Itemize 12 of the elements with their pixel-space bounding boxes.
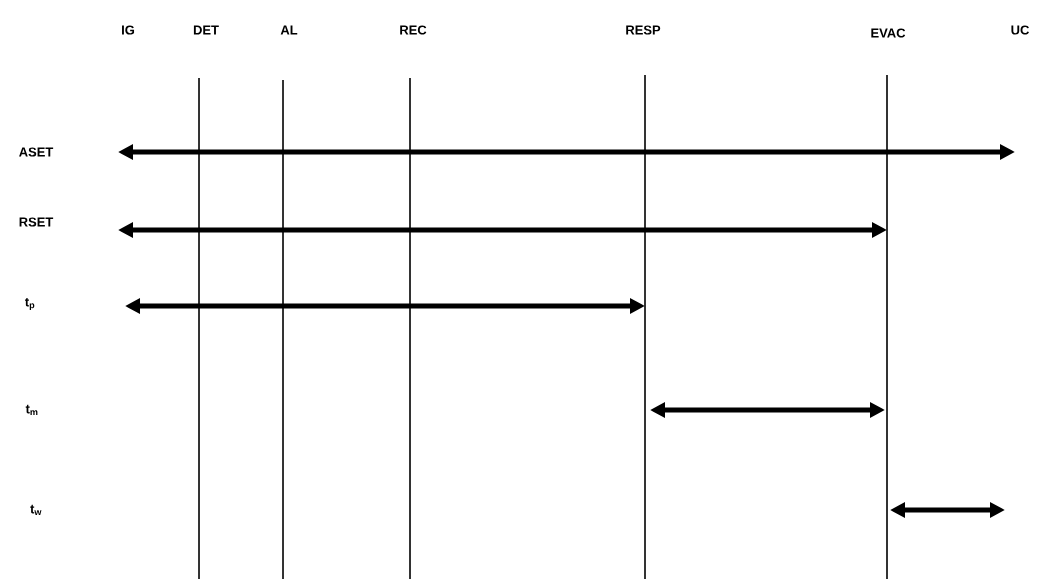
row-label: t$_{w}$ [30, 504, 42, 516]
column-label: UC [1011, 25, 1029, 35]
column-label: EVAC [871, 28, 906, 38]
row-label: t$_{m}$ [25, 404, 38, 416]
column-label: DET [193, 25, 219, 35]
row-label: t$_{p}$ [25, 297, 35, 311]
column-label: AL [280, 25, 298, 35]
column-label: IG [122, 25, 135, 35]
column-label: RESP [626, 25, 661, 35]
row-label: RSET [19, 217, 54, 227]
row-label: ASET [19, 147, 54, 157]
column-label: REC [400, 25, 427, 35]
